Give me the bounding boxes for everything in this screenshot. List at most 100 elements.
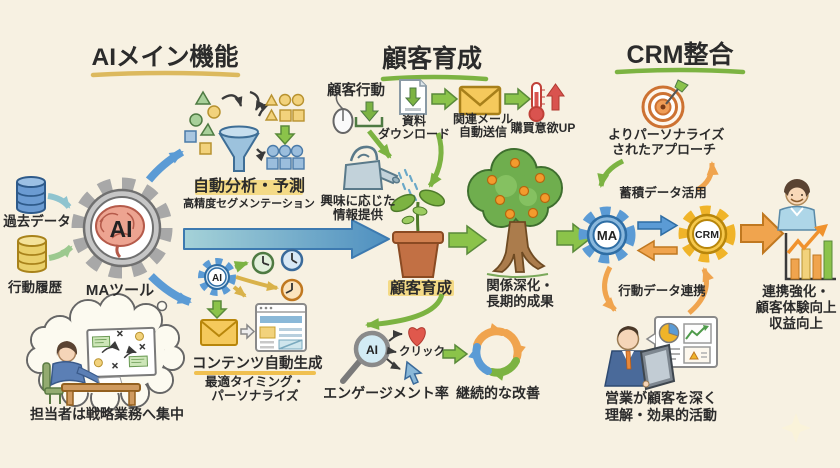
doc-download-label-line1: 資料 — [401, 114, 426, 128]
pie-chart-icon — [658, 322, 680, 344]
section-title-crm: CRM整合 — [626, 41, 734, 69]
arrow-ai-down-right — [232, 285, 247, 298]
arrow-plant-to-magnifier — [365, 293, 445, 331]
fruit-tree-icon — [467, 148, 563, 278]
click-label: クリック — [399, 346, 445, 358]
purchase-up-label: 購買意欲UP — [510, 121, 576, 135]
arrow-ma-to-plant — [183, 219, 390, 259]
watering-can-icon — [342, 145, 419, 202]
gear-ai-label: AI — [110, 216, 133, 242]
arrow-gear-to-funnel — [145, 148, 185, 183]
relation-label-line2: 長期的成果 — [486, 294, 554, 309]
content-ai-label: AI — [212, 273, 222, 284]
arrow-gear-to-content — [148, 273, 192, 306]
arrow-history-to-gear — [48, 244, 74, 261]
funnel-icon — [218, 125, 260, 172]
sparkle-decoration — [781, 413, 811, 443]
past-data-label: 過去データ — [3, 214, 71, 229]
heart-icon — [408, 327, 426, 347]
crm-gear-icon: CRM — [678, 205, 736, 263]
document-download-icon — [399, 79, 427, 115]
happy-customer-icon — [777, 179, 817, 231]
ma-gear-label: MA — [597, 228, 618, 243]
arrow-pastdata-to-gear — [47, 193, 72, 209]
arrow-personalized-to-ma — [597, 158, 625, 188]
salesman-tablet-icon — [604, 316, 718, 391]
interest-label-line2: 情報提供 — [332, 208, 383, 222]
interest-label-line1: 興味に応じた — [320, 194, 396, 208]
magnifier-ai-label: AI — [366, 343, 378, 357]
nurture-plant-label: 顧客育成 — [389, 280, 452, 297]
ma-gear-icon: MA — [578, 206, 636, 264]
arrow-plant-to-tree — [448, 224, 488, 256]
auto-analysis-label: 自動分析・予測 — [192, 178, 305, 195]
cursor-icon — [404, 360, 423, 385]
arrow-envelope-to-browser — [240, 323, 256, 340]
related-mail-label-line2: 自動送信 — [458, 125, 507, 139]
analysis-highlight — [195, 180, 303, 195]
arrow-ma-to-sales — [602, 265, 617, 312]
timing-label-line2: パーソナライズ — [211, 389, 299, 403]
related-mail-label-line1: 関連メール — [452, 112, 513, 126]
segment-yellow-group — [264, 93, 305, 122]
thermometer-icon — [528, 82, 565, 122]
behavior-history-label: 行動履歴 — [8, 280, 62, 295]
content-generation-label: コンテンツ自動生成 — [192, 356, 323, 372]
up-arrow-icon — [546, 83, 565, 111]
customer-action-label: 顧客行動 — [327, 83, 385, 99]
arrow-to-click — [386, 346, 397, 355]
personalized-label-line2: されたアプローチ — [612, 142, 717, 157]
clock-orange-icon — [280, 278, 304, 302]
header-underline-ai — [90, 70, 241, 78]
arrow-yellow-to-blue-group — [274, 125, 296, 146]
tree-oranges — [486, 157, 551, 220]
clock-blue-icon — [280, 248, 304, 272]
arrow-tree-to-ma — [556, 222, 593, 254]
personalized-label-line1: よりパーソナライズ — [608, 127, 725, 142]
arrow-to-cursor — [386, 358, 401, 370]
worker-at-desk-icon — [42, 341, 141, 406]
related-mail-icon — [458, 85, 502, 116]
mouse-icon — [332, 86, 354, 134]
segmentation-funnel-scene — [184, 90, 305, 172]
arrow-action-to-can — [367, 129, 392, 159]
line-chart-icon — [683, 323, 712, 344]
arrow-mail-to-plant — [427, 132, 444, 188]
engagement-rate-label: エンゲージメント率 — [323, 385, 449, 401]
arrow-crm-to-outcome — [740, 211, 785, 256]
nurture-highlight — [388, 280, 454, 296]
clock-green-icon — [251, 251, 275, 275]
past-data-database-icon — [16, 176, 46, 214]
ma-tool-gear-icon: AI — [71, 177, 173, 279]
content-ai-gear-icon: AI — [198, 258, 236, 296]
potted-plant-icon — [390, 189, 446, 278]
arrow-ai-to-clock-green — [233, 261, 249, 273]
ma-tool-label: MAツール — [85, 282, 155, 299]
ai-magnifier-icon: AI — [340, 330, 391, 384]
relation-label-line1: 関係深化・ — [486, 278, 554, 293]
header-underline-crm — [614, 67, 746, 75]
section-title-nurture: 顧客育成 — [381, 45, 482, 73]
segmentation-label: 高精度セグメンテーション — [183, 198, 315, 210]
thought-bubble — [26, 293, 185, 413]
section-title-ai: AIメイン機能 — [91, 44, 239, 71]
strategy-whiteboard-icon — [86, 326, 157, 379]
timing-label-line1: 最適タイミング・ — [204, 375, 305, 389]
arrow-to-heart — [388, 330, 403, 342]
arrow-ai-to-clock-orange — [235, 275, 279, 291]
accumulated-data-label: 蓄積データ活用 — [619, 186, 707, 200]
download-tray-icon — [354, 101, 384, 128]
arrow-ma-to-crm — [637, 214, 679, 237]
growth-chart-icon — [784, 224, 836, 281]
focus-caption-label: 担当者は戦略業務へ集中 — [30, 406, 184, 422]
water-drops — [397, 168, 419, 202]
brain-icon — [95, 205, 145, 259]
sales-label-line1: 営業が顧客を深く — [605, 390, 717, 406]
arrow-engagement-to-cycle — [442, 343, 469, 365]
improvement-cycle-icon — [468, 323, 526, 381]
outcome-label-line1: 連携強化・ — [762, 284, 830, 299]
outcome-label-line2: 顧客体験向上 — [755, 300, 837, 315]
sales-label-line2: 理解・効果的活動 — [605, 407, 717, 423]
arrow-sales-to-crm — [687, 267, 714, 315]
